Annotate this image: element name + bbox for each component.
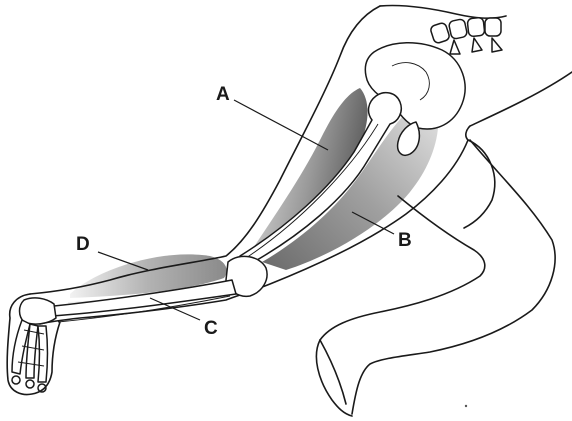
leader-line-a	[234, 100, 328, 150]
label-c: C	[204, 318, 218, 339]
label-b: B	[398, 230, 412, 251]
torso-front-outline	[466, 72, 572, 140]
speck-dot	[465, 405, 467, 407]
spine-vertebrae	[430, 17, 502, 54]
second-leg-shin-outline	[320, 340, 346, 404]
label-d: D	[76, 234, 90, 255]
label-a: A	[216, 84, 230, 105]
torso-back-outline	[380, 5, 506, 18]
foot-bones	[12, 298, 56, 392]
buttock-outline	[464, 140, 495, 228]
